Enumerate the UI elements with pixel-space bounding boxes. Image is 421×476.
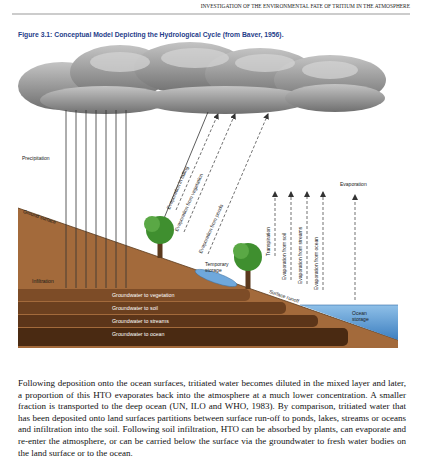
storage-label: Ocean storage [352,311,384,323]
figure-title: Figure 3.1: Conceptual Model Depicting t… [18,31,284,38]
band-label: Groundwater to soil [18,302,286,314]
groundwater-band: Groundwater to vegetation [18,289,250,301]
process-label: Infiltration [32,279,54,284]
process-label: Evaporation [340,182,367,187]
process-label: Evaporation from ponds [198,203,224,254]
groundwater-band: Groundwater to soil [18,302,286,314]
process-label: Transpiration [266,227,271,256]
process-label: Evaporation from streams [298,227,303,284]
band-label: Groundwater to streams [18,315,318,327]
groundwater-band: Groundwater to ocean [18,328,348,346]
body-paragraph: Following deposition onto the ocean surf… [18,378,406,459]
running-header: INVESTIGATION OF THE ENVIRONMENTAL FATE … [0,4,410,9]
band-label: Groundwater to vegetation [18,289,250,301]
storage-label: Temporary storage [205,262,237,274]
process-label: Evaporation from soil [282,233,287,280]
groundwater-band: Groundwater to streams [18,315,318,327]
process-label: Precipitation [22,156,50,161]
process-label: Evaporation from ocean [314,237,319,290]
band-label: Groundwater to ocean [18,328,348,340]
